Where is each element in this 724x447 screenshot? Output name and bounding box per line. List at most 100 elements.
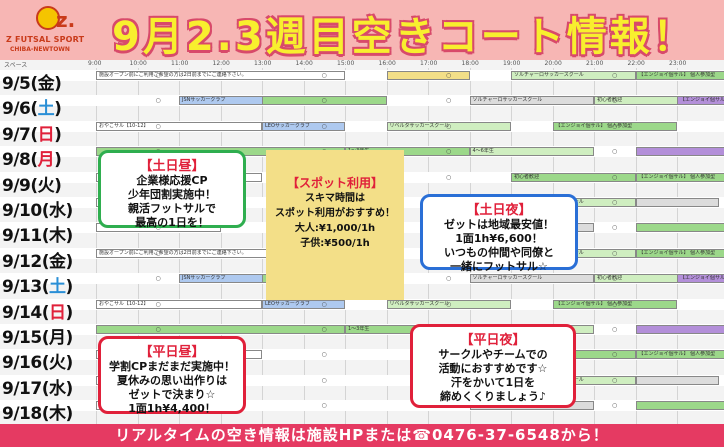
schedule-row [0,374,724,386]
day-weekday: 日 [37,124,55,145]
availability-mark: ○ [446,300,452,308]
booking-slot[interactable]: 【エンジョイ個サル】 個人参加型 [635,248,724,258]
availability-mark: ○ [155,97,161,105]
day-weekday: 火 [48,353,66,374]
header-banner: z. Z FUTSAL SPORT CHIBA-NEWTOWN 9月2.3週目空… [0,0,724,60]
day-weekday: 金 [37,74,55,94]
callout-line: 一緒にフットサル☆ [450,260,548,273]
booking-slot[interactable]: ソルチャーロサッカースクール [469,274,594,284]
availability-mark: ○ [321,351,327,359]
booking-slot[interactable]: 【エンジョイ個サル】 個人参加型 [635,350,724,360]
callout-line: 学割CPまだまだ実施中！ [109,360,235,373]
paren: ( [41,251,50,272]
z-futsal-logo: z. Z FUTSAL SPORT CHIBA-NEWTOWN [6,4,96,56]
day-weekday: 月 [48,328,66,348]
day-weekday: 土 [48,277,66,298]
booking-slot[interactable] [635,401,724,411]
grid-line [677,68,678,424]
time-label: 23:00 [669,60,687,67]
paren: ( [30,124,38,145]
booking-slot[interactable]: LEOサッカークラブ [262,121,345,131]
booking-slot[interactable] [635,198,719,207]
booking-slot[interactable] [635,325,724,334]
availability-mark: ○ [612,351,618,359]
time-label: 19:00 [503,60,521,67]
booking-slot[interactable]: リベルタサッカースクール [386,121,511,131]
availability-mark: ○ [446,122,452,130]
booking-slot[interactable]: リベルタサッカースクール [386,299,511,309]
day-date: 9/10 [2,201,42,221]
callout-line: ゼットで決まり☆ [128,388,216,401]
logo-mark: z. [56,8,76,32]
day-weekday: 水 [48,201,66,221]
booking-slot[interactable]: 初心者歓迎 [511,172,636,182]
availability-mark: ○ [155,122,161,130]
booking-slot[interactable]: 施設オープン前にご利用ご希望の方は2日前までにご連絡下さい。 [96,71,345,80]
booking-slot[interactable]: 4〜6年生 [469,147,594,157]
time-label: 20:00 [544,60,562,67]
booking-slot[interactable]: 【エンジョイ個サル】 個人参加型 [552,299,677,309]
availability-mark: ○ [155,326,161,333]
callout-tag: 【平日夜】 [460,333,526,348]
footer-contact[interactable]: リアルタイムの空き情報は施設HPまたは☎0476-37-6548から！ [0,424,724,447]
logo-brand: Z FUTSAL SPORT [6,35,85,44]
callout-tag: 【平日昼】 [139,345,205,360]
availability-mark: ○ [321,402,327,410]
time-label: 21:00 [586,60,604,67]
booking-slot[interactable]: LEOサッカークラブ [262,299,345,309]
time-label: 9:00 [88,60,102,67]
availability-mark: ○ [155,300,161,308]
booking-slot[interactable]: 【エンジョイ個サル】 個人参加型 [552,121,677,131]
booking-slot[interactable]: 【エンジョイ個サル】 個人参加型 [677,96,724,106]
booking-slot[interactable]: 【エンジョイ個サル】 個人参加型 [635,71,724,80]
day-label: 9/12(金) [2,247,73,272]
callout-weekend-night: 【土日夜】 ゼットは地域最安値！ 1面1h¥6,600！ いつもの仲間や同僚と … [420,194,578,273]
availability-mark: ○ [612,199,618,206]
booking-slot[interactable]: ソルチャーロサッカースクール [469,96,594,106]
paren: ) [54,124,62,145]
booking-slot[interactable] [635,147,724,157]
paren: ) [54,175,62,196]
day-date: 9/14 [2,302,42,323]
booking-slot[interactable]: おやこサル【10-12】 [96,121,262,131]
booking-slot[interactable]: ソルチャーロサッカースクール [511,71,636,80]
availability-mark: ○ [612,300,618,308]
time-label: 11:00 [171,60,189,67]
booking-slot[interactable]: 【エンジョイ個サル】 個人参加型 [677,274,724,284]
callout-line: 1面1h¥4,400！ [128,402,216,415]
booking-slot[interactable] [386,71,470,80]
callout-line: 活動におすすめです☆ [438,362,548,375]
day-label: 9/5(金) [2,69,62,94]
day-weekday: 土 [37,99,55,120]
booking-slot[interactable] [635,375,719,385]
paren: ( [41,201,50,221]
paren: ( [30,150,38,171]
callout-line: ゼットは地域最安値！ [444,218,554,231]
booking-slot[interactable] [635,223,724,233]
booking-slot[interactable] [262,96,387,106]
paren: ) [65,353,73,374]
paren: ( [41,404,50,425]
callout-weekday-day: 【平日昼】 学割CPまだまだ実施中！ 夏休みの思い出作りは ゼットで決まり☆ 1… [98,336,246,415]
callout-line: 締めくくりましょう♪ [439,390,547,403]
time-label: 17:00 [420,60,438,67]
callout-line: 子供:¥500/1h [300,238,370,249]
grid-line [96,68,97,424]
availability-mark: ○ [612,72,618,79]
booking-slot[interactable] [96,325,345,334]
availability-mark: ○ [446,97,452,105]
callout-line: サークルやチームでの [438,348,548,361]
day-date: 9/15 [2,328,42,348]
availability-mark: ○ [321,300,327,308]
availability-mark: ○ [155,275,161,283]
callout-tag: 【土日昼】 [139,159,205,174]
booking-slot[interactable]: 【エンジョイ個サル】 個人参加型 [635,172,724,182]
availability-mark: ○ [612,97,618,105]
day-label: 9/14(日) [2,298,73,323]
availability-mark: ○ [612,122,618,130]
callout-line: スポット利用がおすすめ！ [275,208,395,219]
availability-mark: ○ [446,173,452,181]
availability-mark: ○ [612,224,618,232]
paren: ) [65,302,73,323]
booking-slot[interactable]: おやこサル【10-12】 [96,299,262,309]
